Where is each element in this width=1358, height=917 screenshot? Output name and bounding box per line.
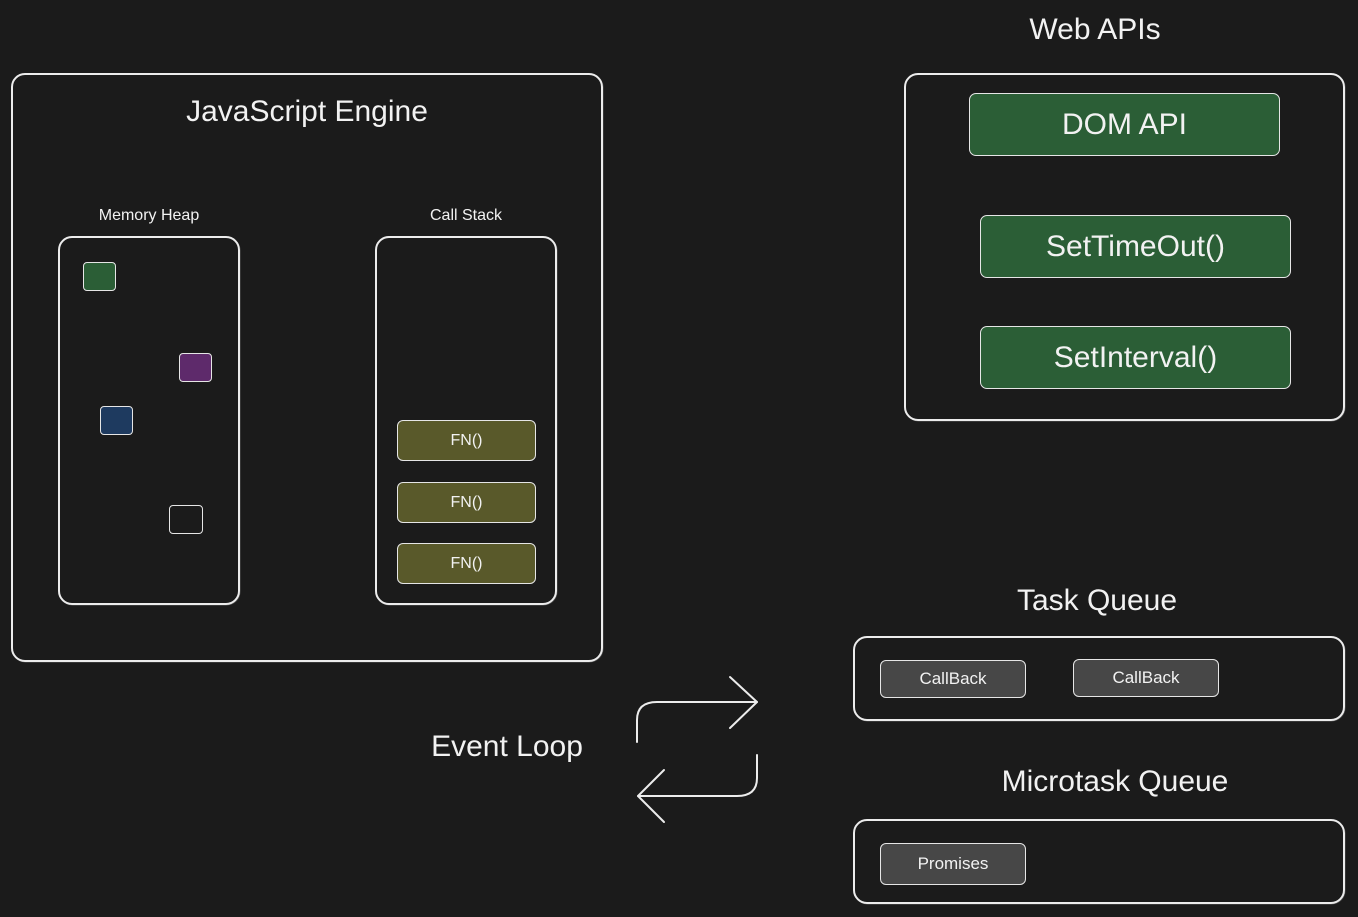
microtask-queue-title: Microtask Queue [1001,765,1229,798]
memory-heap-box [58,236,240,605]
dom-api-block: DOM API [969,93,1280,156]
callback-item: CallBack [1073,659,1219,697]
event-loop-arrows-icon [636,676,758,823]
callback-item: CallBack [880,660,1026,698]
promises-item: Promises [880,843,1026,885]
setinterval-block: SetInterval() [980,326,1291,389]
javascript-engine-box [11,73,603,662]
memory-heap-label: Memory Heap [98,207,200,224]
heap-object-green [83,262,116,291]
settimeout-block: SetTimeOut() [980,215,1291,278]
stack-frame: FN() [397,482,536,523]
stack-frame: FN() [397,420,536,461]
javascript-engine-title: JavaScript Engine [186,95,428,128]
stack-frame: FN() [397,543,536,584]
call-stack-label: Call Stack [429,207,503,224]
heap-object-purple [179,353,212,382]
web-apis-title: Web APIs [1029,13,1161,46]
microtask-queue-box [853,819,1345,904]
heap-object-empty [169,505,203,534]
heap-object-blue [100,406,133,435]
task-queue-title: Task Queue [1016,584,1178,617]
task-queue-box [853,636,1345,721]
call-stack-box [375,236,557,605]
web-apis-box [904,73,1345,421]
event-loop-label: Event Loop [431,730,583,763]
